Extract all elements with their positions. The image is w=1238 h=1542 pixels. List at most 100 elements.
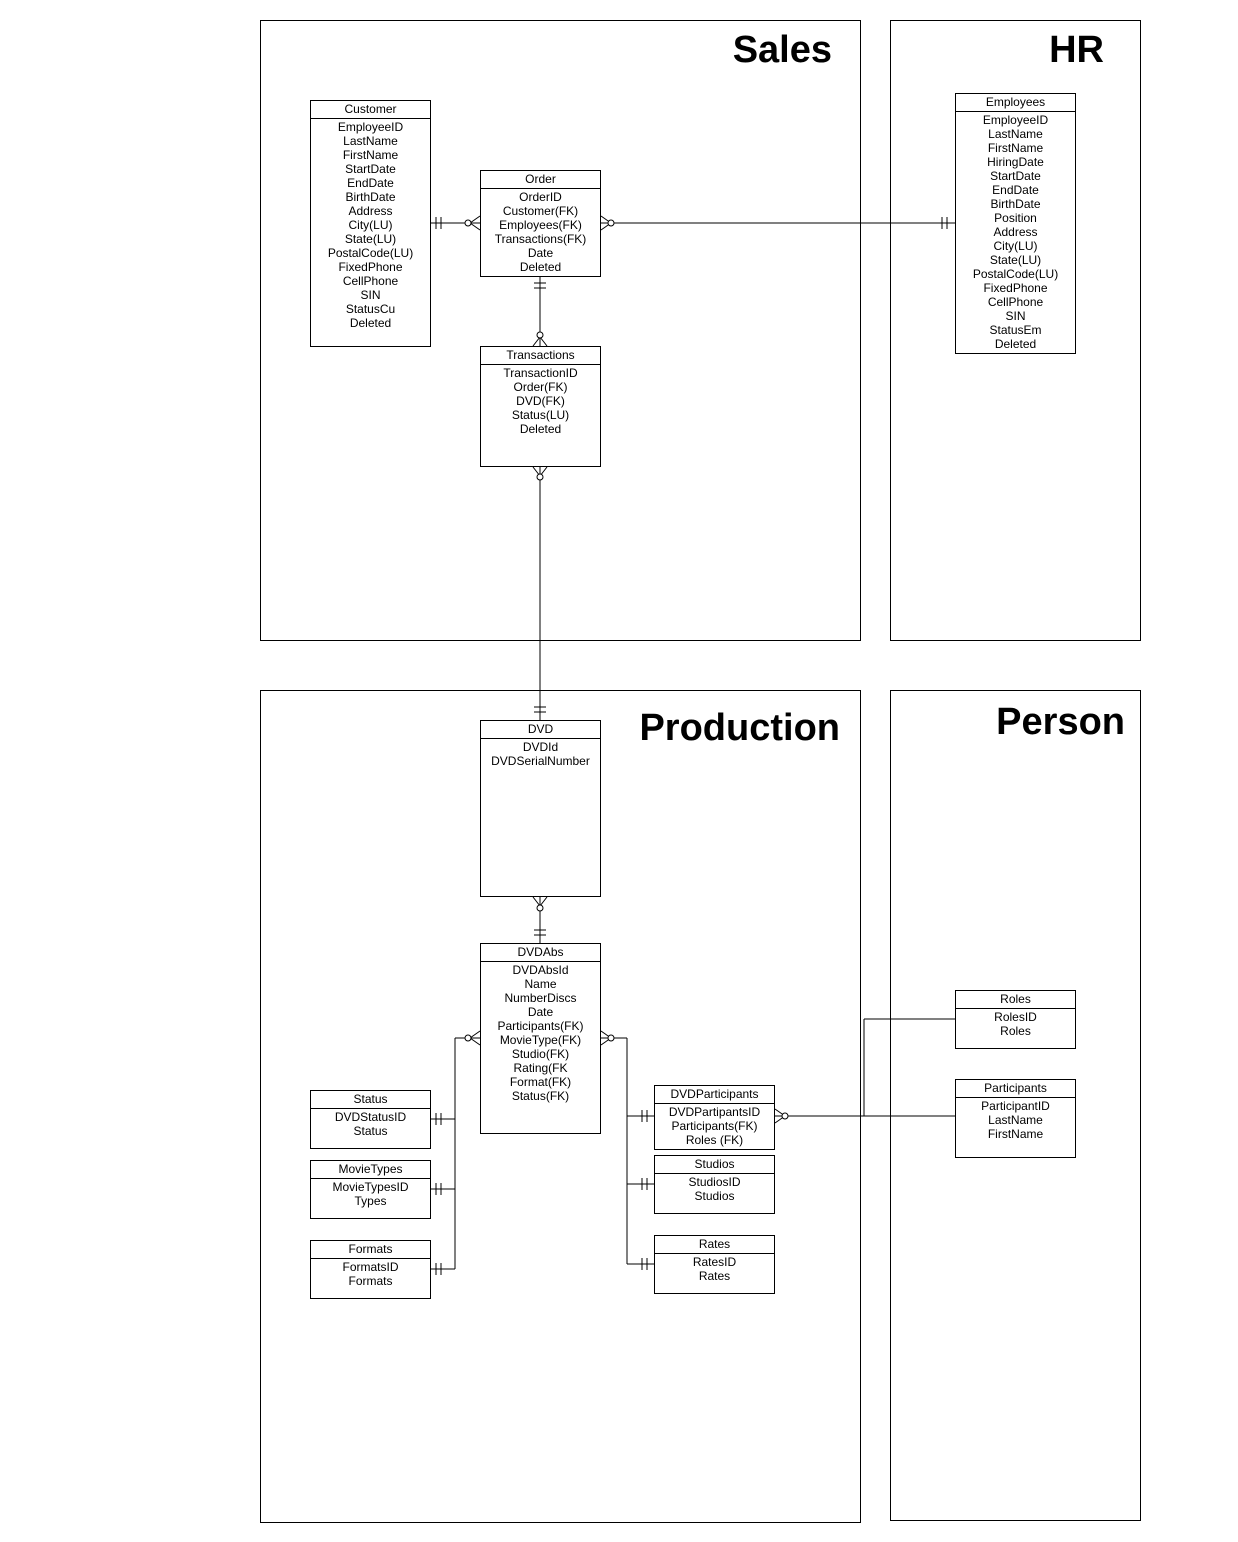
rates-entity[interactable]: Rates RatesID Rates bbox=[654, 1235, 775, 1294]
entity-field: StatusCu bbox=[345, 302, 396, 316]
studios-entity-title: Studios bbox=[655, 1156, 774, 1174]
customer-entity[interactable]: Customer EmployeeID LastName FirstName S… bbox=[310, 100, 431, 347]
entity-field: Formats bbox=[348, 1274, 393, 1288]
entity-field: CellPhone bbox=[342, 274, 399, 288]
entity-field: EndDate bbox=[992, 183, 1039, 197]
studios-entity[interactable]: Studios StudiosID Studios bbox=[654, 1155, 775, 1214]
entity-field: StartDate bbox=[990, 169, 1041, 183]
entity-field: State(LU) bbox=[344, 232, 397, 246]
entity-field: Deleted bbox=[994, 337, 1037, 351]
person-area-title: Person bbox=[996, 701, 1125, 743]
entity-field: LastName bbox=[343, 134, 398, 148]
entity-field: FixedPhone bbox=[338, 260, 403, 274]
entity-field: Roles bbox=[1000, 1024, 1031, 1038]
entity-field: DVDSerialNumber bbox=[491, 754, 590, 768]
entity-field: FirstName bbox=[987, 141, 1044, 155]
production-area-title: Production bbox=[639, 707, 840, 749]
entity-field: Date bbox=[527, 1005, 554, 1019]
roles-entity-fields: RolesID Roles bbox=[956, 1009, 1075, 1038]
employees-entity-fields: EmployeeID LastName FirstName HiringDate… bbox=[956, 112, 1075, 351]
status-entity[interactable]: Status DVDStatusID Status bbox=[310, 1090, 431, 1149]
hr-area-title: HR bbox=[1049, 29, 1104, 71]
entity-field: Format(FK) bbox=[509, 1075, 572, 1089]
entity-field: LastName bbox=[988, 1113, 1043, 1127]
sales-area-title: Sales bbox=[732, 29, 832, 71]
participants-entity-title: Participants bbox=[956, 1080, 1075, 1098]
entity-field: Rates bbox=[698, 1269, 731, 1283]
transactions-entity[interactable]: Transactions TransactionID Order(FK) DVD… bbox=[480, 346, 601, 467]
dvdparticipants-entity-title: DVDParticipants bbox=[655, 1086, 774, 1104]
entity-field: DVDPartipantsID bbox=[668, 1105, 761, 1119]
formats-entity-title: Formats bbox=[311, 1241, 430, 1259]
entity-field: DVDId bbox=[522, 740, 559, 754]
transactions-entity-title: Transactions bbox=[481, 347, 600, 365]
entity-field: State(LU) bbox=[989, 253, 1042, 267]
entity-field: CellPhone bbox=[987, 295, 1044, 309]
entity-field: EmployeeID bbox=[337, 120, 404, 134]
entity-field: Studios bbox=[694, 1189, 735, 1203]
entity-field: Deleted bbox=[519, 260, 562, 274]
entity-field: FirstName bbox=[342, 148, 399, 162]
entity-field: LastName bbox=[988, 127, 1043, 141]
entity-field: HiringDate bbox=[987, 155, 1044, 169]
entity-field: Roles (FK) bbox=[685, 1133, 744, 1147]
entity-field: DVD(FK) bbox=[516, 394, 565, 408]
entity-field: PostalCode(LU) bbox=[972, 267, 1059, 281]
entity-field: SIN bbox=[360, 288, 381, 302]
formats-entity[interactable]: Formats FormatsID Formats bbox=[310, 1240, 431, 1299]
status-entity-title: Status bbox=[311, 1091, 430, 1109]
participants-entity[interactable]: Participants ParticipantID LastName Firs… bbox=[955, 1079, 1076, 1158]
entity-field: Participants(FK) bbox=[497, 1019, 584, 1033]
customer-entity-fields: EmployeeID LastName FirstName StartDate … bbox=[311, 119, 430, 330]
entity-field: Rating(FK bbox=[513, 1061, 568, 1075]
dvdabs-entity-fields: DVDAbsId Name NumberDiscs Date Participa… bbox=[481, 962, 600, 1103]
roles-entity[interactable]: Roles RolesID Roles bbox=[955, 990, 1076, 1049]
entity-field: Deleted bbox=[349, 316, 392, 330]
studios-entity-fields: StudiosID Studios bbox=[655, 1174, 774, 1203]
entity-field: Order(FK) bbox=[513, 380, 568, 394]
order-entity[interactable]: Order OrderID Customer(FK) Employees(FK)… bbox=[480, 170, 601, 277]
entity-field: TransactionID bbox=[503, 366, 578, 380]
entity-field: Status bbox=[353, 1124, 388, 1138]
entity-field: StartDate bbox=[345, 162, 396, 176]
dvdparticipants-entity-fields: DVDPartipantsID Participants(FK) Roles (… bbox=[655, 1104, 774, 1147]
entity-field: RatesID bbox=[692, 1255, 737, 1269]
rates-entity-fields: RatesID Rates bbox=[655, 1254, 774, 1283]
entity-field: DVDAbsId bbox=[512, 963, 569, 977]
entity-field: EmployeeID bbox=[982, 113, 1049, 127]
entity-field: Address bbox=[348, 204, 393, 218]
entity-field: MovieType(FK) bbox=[499, 1033, 582, 1047]
order-entity-title: Order bbox=[481, 171, 600, 189]
rates-entity-title: Rates bbox=[655, 1236, 774, 1254]
dvdabs-entity-title: DVDAbs bbox=[481, 944, 600, 962]
movietypes-entity-fields: MovieTypesID Types bbox=[311, 1179, 430, 1208]
dvd-entity[interactable]: DVD DVDId DVDSerialNumber bbox=[480, 720, 601, 897]
movietypes-entity-title: MovieTypes bbox=[311, 1161, 430, 1179]
entity-field: Address bbox=[993, 225, 1038, 239]
order-entity-fields: OrderID Customer(FK) Employees(FK) Trans… bbox=[481, 189, 600, 274]
movietypes-entity[interactable]: MovieTypes MovieTypesID Types bbox=[310, 1160, 431, 1219]
dvdabs-entity[interactable]: DVDAbs DVDAbsId Name NumberDiscs Date Pa… bbox=[480, 943, 601, 1134]
entity-field: Deleted bbox=[519, 422, 562, 436]
entity-field: Studio(FK) bbox=[511, 1047, 570, 1061]
employees-entity[interactable]: Employees EmployeeID LastName FirstName … bbox=[955, 93, 1076, 354]
entity-field: FormatsID bbox=[342, 1260, 399, 1274]
entity-field: Position bbox=[994, 211, 1037, 225]
employees-entity-title: Employees bbox=[956, 94, 1075, 112]
dvd-entity-title: DVD bbox=[481, 721, 600, 739]
transactions-entity-fields: TransactionID Order(FK) DVD(FK) Status(L… bbox=[481, 365, 600, 436]
entity-field: Name bbox=[524, 977, 557, 991]
entity-field: Customer(FK) bbox=[502, 204, 579, 218]
dvdparticipants-entity[interactable]: DVDParticipants DVDPartipantsID Particip… bbox=[654, 1085, 775, 1150]
entity-field: City(LU) bbox=[348, 218, 393, 232]
entity-field: FixedPhone bbox=[983, 281, 1048, 295]
entity-field: StudiosID bbox=[688, 1175, 741, 1189]
entity-field: Status(FK) bbox=[511, 1089, 570, 1103]
entity-field: ParticipantID bbox=[981, 1099, 1050, 1113]
dvd-entity-fields: DVDId DVDSerialNumber bbox=[481, 739, 600, 768]
entity-field: FirstName bbox=[987, 1127, 1044, 1141]
entity-field: RolesID bbox=[994, 1010, 1037, 1024]
entity-field: StatusEm bbox=[989, 323, 1042, 337]
participants-entity-fields: ParticipantID LastName FirstName bbox=[956, 1098, 1075, 1141]
entity-field: Date bbox=[527, 246, 554, 260]
